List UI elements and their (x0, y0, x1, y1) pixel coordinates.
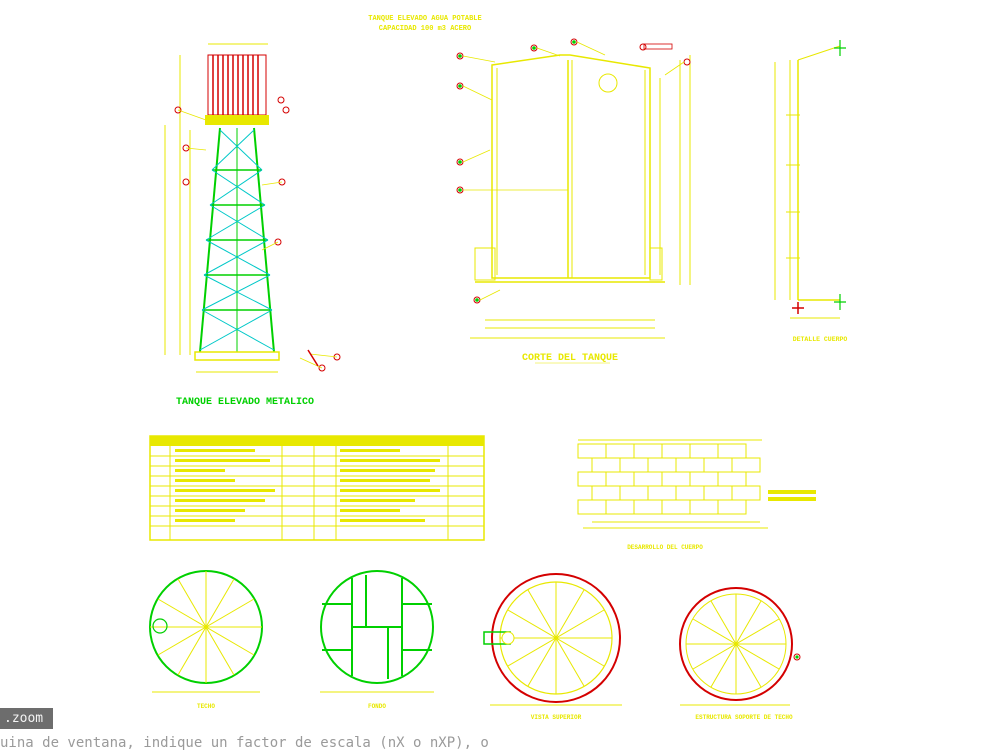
body-detail (774, 40, 846, 319)
bottom-plan (320, 570, 434, 693)
detail-label: DETALLE CUERPO (793, 336, 848, 343)
section-label: CORTE DEL TANQUE (522, 353, 618, 364)
drawing-title-line1: TANQUE ELEVADO AGUA POTABLE (368, 15, 481, 23)
tower-label: TANQUE ELEVADO METALICO (176, 397, 314, 408)
roof-structure-plan (679, 587, 801, 706)
materials-table (149, 435, 485, 541)
command-zoom-label: .zoom (0, 708, 54, 729)
tank-section (456, 38, 691, 339)
bottom-label: FONDO (368, 703, 386, 710)
tower-elevation (164, 43, 341, 373)
masonry-label: DESARROLLO DEL CUERPO (627, 544, 703, 551)
roof-structure-label: ESTRUCTURA SOPORTE DE TECHO (695, 714, 793, 721)
top-view-plan (483, 573, 622, 706)
body-development (577, 439, 816, 529)
roof-plan (149, 570, 263, 693)
top-view-label: VISTA SUPERIOR (531, 714, 582, 721)
roof-label: TECHO (197, 703, 215, 710)
drawing-title-line2: CAPACIDAD 100 m3 ACERO (379, 25, 471, 33)
command-line-prompt[interactable]: uina de ventana, indique un factor de es… (0, 730, 1000, 751)
